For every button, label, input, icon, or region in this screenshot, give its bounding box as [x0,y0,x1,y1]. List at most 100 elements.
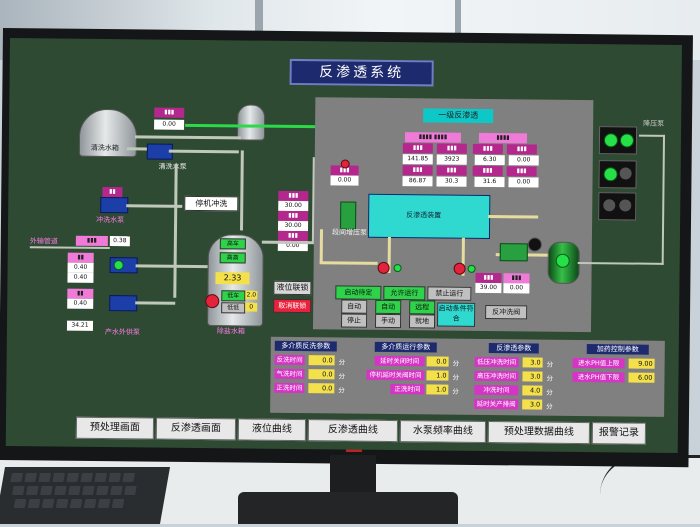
tank-status-icon [555,253,570,268]
pipe [661,134,666,265]
param-label: 进水PH值下限 [572,371,625,383]
manual-button[interactable]: 手动 [374,313,402,329]
ro-label: ▮▮▮▮ [478,132,528,144]
auto-button[interactable]: 自动 [341,299,368,314]
reading-value: 30.00 [277,220,309,232]
nav-ro-curve[interactable]: 反渗透曲线 [307,419,399,443]
param-unit: 分 [338,372,346,381]
level-low: 低车 [221,290,246,302]
nav-level-curve[interactable]: 液位曲线 [237,418,307,442]
forbid-run-button[interactable]: 禁止运行 [427,286,472,301]
nav-pretreatment-data-curve[interactable]: 预处理数据曲线 [487,421,591,445]
ro-label: ▮▮▮ [402,165,433,176]
tank-level-value: 2.33 [215,272,250,285]
param-unit: 分 [452,373,460,382]
param-label: 正洗时间 [390,384,425,395]
remote-button[interactable]: 远程 [409,300,436,315]
param-input[interactable]: 3.0 [522,357,543,368]
pipe [126,147,147,151]
chemical-tank [236,104,266,141]
product-pump-label: 产水外供泵 [104,328,140,337]
param-unit: 分 [546,374,554,383]
flush-pump-label: 冲洗水泵 [96,215,125,225]
booster-pump [340,201,357,230]
level-interlock-button[interactable]: 液位联锁 [273,280,312,296]
param-input[interactable]: 1.0 [426,370,449,381]
pipe [168,149,239,154]
flush-pump [100,196,129,214]
start-pending-button[interactable]: 启动待定 [335,285,382,300]
nav-ro-screen[interactable]: 反渗透画面 [155,417,237,441]
product-tank-label: 除盐水箱 [216,327,245,336]
status-icon [467,264,476,273]
blower-3 [598,192,637,221]
alarm-lamp-icon [205,294,220,309]
fan-status-icon [603,199,616,212]
param-input[interactable]: 4.0 [522,385,543,396]
blower-1 [598,126,638,155]
cancel-interlock-button[interactable]: 取消联锁 [273,298,312,314]
stop-flush-button[interactable]: 停机冲洗 [184,195,239,212]
pipe [488,215,539,219]
tank-small-value: 0 [245,302,258,312]
nav-alarm-log[interactable]: 报警记录 [591,422,647,445]
start-permit-indicator: 启动条件符合 [437,302,476,327]
left-label: ▮▮▮ [75,235,108,247]
param-input[interactable]: 0.0 [426,356,449,367]
param-unit: 分 [546,402,553,411]
ro-reading-4: 0.00 [508,155,539,166]
monitor-base [238,492,458,524]
pipe [319,229,324,264]
product-pump-2 [109,295,138,312]
keyboard [0,467,171,524]
pipe [639,134,666,137]
param-label: 气洗时间 [274,368,305,380]
valve-icon [453,262,466,275]
param-input[interactable]: 3.0 [522,399,543,410]
left-label: ▮▮ [67,288,94,299]
dosing-title: 加药控制参数 [586,344,649,355]
left-value-2: 0.40 [67,262,94,273]
param-label: 延时关闭时间 [374,355,425,367]
valve-reading-value: 0.00 [154,119,185,130]
param-label: 延时关产排阀 [474,398,519,410]
nav-pump-freq-curve[interactable]: 水泵频率曲线 [399,420,487,444]
valve-icon [340,159,350,169]
pipe [135,301,176,305]
valve-icon [377,261,390,274]
param-input[interactable]: 1.0 [426,384,449,395]
left-value-4: 0.40 [67,298,94,309]
param-input[interactable]: 9.00 [628,358,655,369]
stop-button[interactable]: 停止 [340,313,368,328]
pipe [319,261,378,265]
param-input[interactable]: 6.00 [628,372,655,383]
backwash-valve-button[interactable]: 反冲洗阀 [485,304,528,320]
reading-label: ▮▮▮ [278,210,309,222]
motor-icon [527,237,542,252]
param-input[interactable]: 3.0 [522,371,543,382]
ro-reading-8: 0.00 [508,177,539,188]
fan-status-icon [603,133,619,148]
ro-label: ▮▮▮ [472,165,503,177]
nav-pretreatment[interactable]: 预处理画面 [75,416,155,440]
pipe [173,163,178,298]
auto-button-2[interactable]: 自动 [375,299,402,315]
flush-pump-freq: ▮▮ [102,186,123,198]
param-label: 冲洗时间 [474,384,519,396]
ro-panel-title: 一级反渗透 [423,108,494,124]
right-reading-1: 39.00 [475,282,502,294]
ro-reading-1: 141.85 [402,154,433,165]
valve-reading: ▮▮▮ [154,107,185,118]
blower-2 [598,160,637,189]
ro-label: ▮▮▮▮ ▮▮▮▮ [404,132,462,143]
nav-bar: 预处理画面 反渗透画面 液位曲线 反渗透曲线 水泵频率曲线 预处理数据曲线 报警… [75,416,676,445]
param-input[interactable]: 0.0 [308,355,335,366]
param-label: 正洗时间 [274,382,305,394]
level-highhigh: 高高 [219,252,246,264]
param-input[interactable]: 0.0 [308,383,335,394]
param-input[interactable]: 0.0 [308,369,335,380]
ro-reading-3: 6.30 [474,154,505,166]
monitor-stand [330,455,376,497]
local-button[interactable]: 就地 [408,314,436,329]
allow-run-button[interactable]: 允许运行 [383,285,426,301]
